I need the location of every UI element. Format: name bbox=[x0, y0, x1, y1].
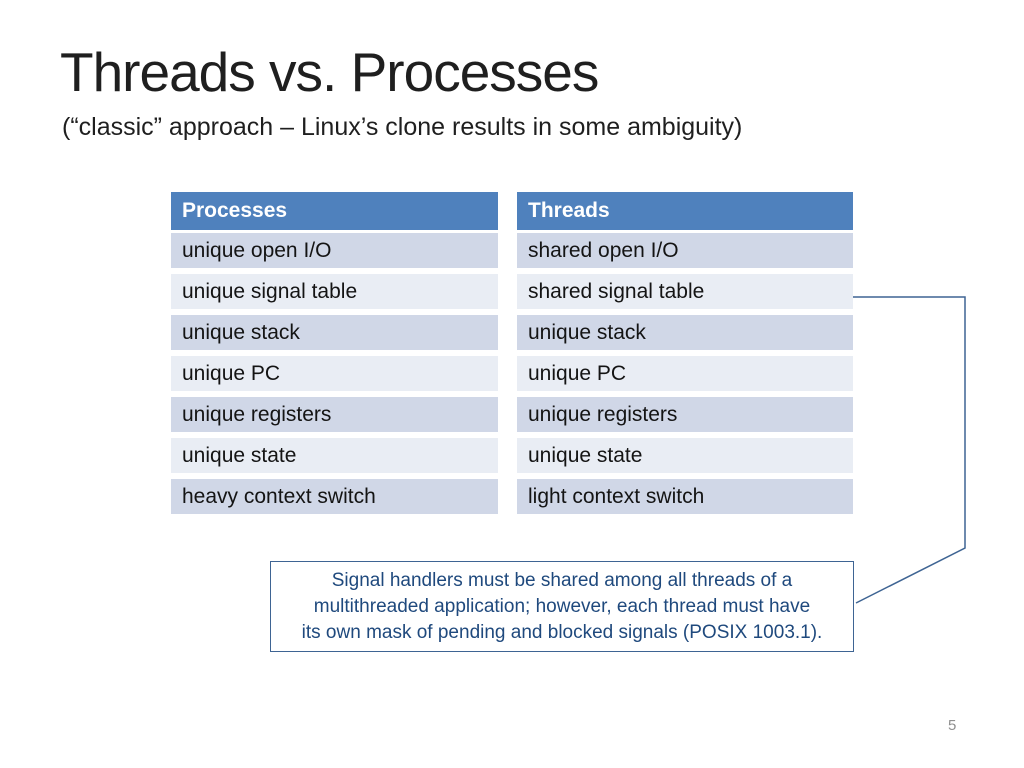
table-cell: unique stack bbox=[517, 315, 853, 350]
table-header-cell: Processes bbox=[171, 192, 498, 230]
slide-subtitle: (“classic” approach – Linux’s clone resu… bbox=[62, 113, 743, 141]
table-cell: shared open I/O bbox=[517, 233, 853, 268]
callout-text-line: its own mask of pending and blocked sign… bbox=[301, 621, 823, 643]
page-number: 5 bbox=[948, 717, 957, 734]
table-cell: unique registers bbox=[171, 397, 498, 432]
table-cell: unique stack bbox=[171, 315, 498, 350]
table-cell: unique signal table bbox=[171, 274, 498, 309]
callout-text-line: Signal handlers must be shared among all… bbox=[331, 569, 793, 591]
slide-title: Threads vs. Processes bbox=[60, 41, 599, 103]
table-cell: unique open I/O bbox=[171, 233, 498, 268]
table-cell: shared signal table bbox=[517, 274, 853, 309]
callout-text-line: multithreaded application; however, each… bbox=[313, 595, 811, 617]
table-cell: unique registers bbox=[517, 397, 853, 432]
table-header-cell: Threads bbox=[517, 192, 853, 230]
table-cell: unique PC bbox=[517, 356, 853, 391]
table-cell: heavy context switch bbox=[171, 479, 498, 514]
comparison-table: Processes Threads unique open I/O shared op… bbox=[171, 192, 853, 514]
table-cell: unique PC bbox=[171, 356, 498, 391]
table-cell: unique state bbox=[171, 438, 498, 473]
table-cell: unique state bbox=[517, 438, 853, 473]
signal-handler-callout: Signal handlers must be shared among all… bbox=[270, 561, 854, 652]
table-cell: light context switch bbox=[517, 479, 853, 514]
